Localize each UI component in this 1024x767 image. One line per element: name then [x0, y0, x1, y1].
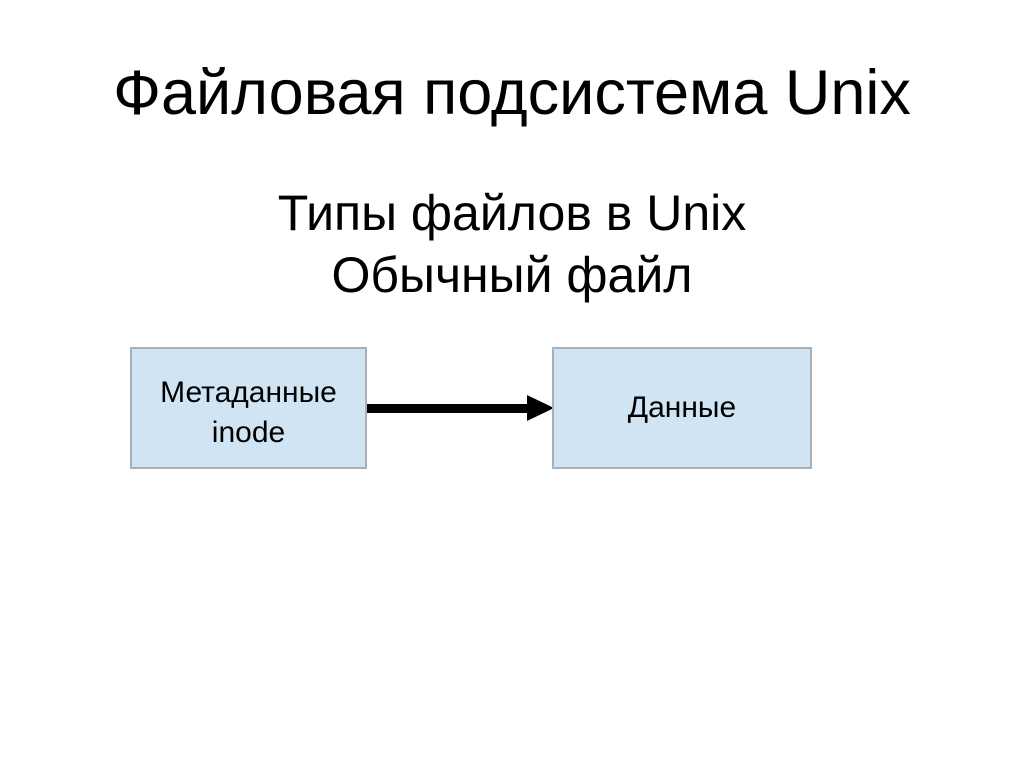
right-arrow-icon	[367, 395, 554, 421]
metadata-box-line1: Метаданные	[160, 376, 337, 409]
data-box-label: Данные	[627, 391, 737, 424]
subtitle-regular-file: Обычный файл	[331, 247, 693, 303]
slide-title: Файловая подсистема Unix	[113, 58, 911, 128]
data-box: Данные	[552, 347, 812, 469]
metadata-box-line2: inode	[211, 416, 286, 449]
metadata-inode-box: Метаданные inode	[130, 347, 367, 469]
subtitle-file-types: Типы файлов в Unix	[277, 185, 747, 241]
arrow-head	[527, 395, 554, 421]
arrow-shaft	[367, 404, 528, 413]
